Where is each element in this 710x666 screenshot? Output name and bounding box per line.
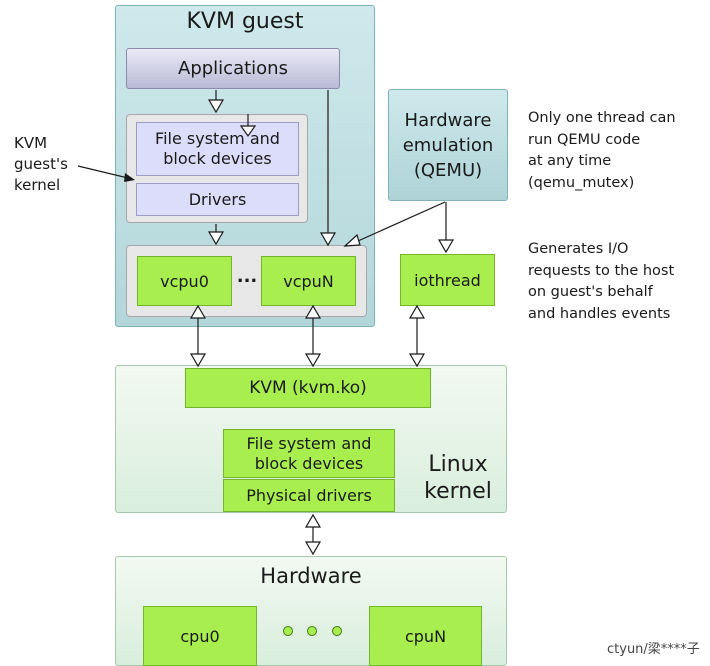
host-filesystem-box: File system and block devices	[223, 429, 395, 478]
arrowhead-guest-kernel-pointer	[124, 173, 135, 182]
linux-label-line-1: Linux	[428, 452, 488, 477]
arrowhead-vcpun-down	[304, 353, 322, 368]
guest-drivers-box: Drivers	[136, 183, 299, 216]
qemu-thread-note: Only one thread can run QEMU code at any…	[528, 108, 703, 194]
qemu-note-line-3: at any time	[528, 153, 612, 169]
guest-fs-line-2: block devices	[163, 149, 272, 168]
hardware-title: Hardware	[260, 564, 362, 588]
hardware-emulation-box: Hardware emulation (QEMU)	[388, 89, 508, 201]
iothread-note: Generates I/O requests to the host on gu…	[528, 239, 708, 325]
cpu-ellipsis-dot-1	[283, 626, 293, 636]
kvm-guest-kernel-label: KVM guest's kernel	[14, 133, 94, 196]
arrowhead-iothread-up	[408, 304, 426, 319]
qemu-note-line-4: (qemu_mutex)	[528, 174, 635, 191]
arrowhead-kernel-hw-down	[304, 541, 322, 556]
io-note-line-2: requests to the host	[528, 262, 675, 279]
io-note-line-1: Generates I/O	[528, 241, 629, 257]
linux-label-line-2: kernel	[424, 479, 492, 504]
applications-box: Applications	[126, 48, 340, 89]
arrowhead-qemu-vcpu	[343, 233, 361, 247]
qemu-to-vcpu-line	[357, 201, 446, 242]
guest-kernel-label-line-3: kernel	[14, 176, 61, 194]
arrowhead-app-fs	[207, 99, 225, 114]
hwemu-line-2: emulation	[402, 134, 494, 156]
kvm-guest-title: KVM guest	[186, 9, 304, 34]
qemu-note-line-1: Only one thread can	[528, 110, 676, 126]
hwemu-line-3: (QEMU)	[413, 159, 483, 181]
arrowhead-drivers-vcpu	[207, 231, 225, 246]
cpu-ellipsis-dot-3	[332, 626, 342, 636]
host-fs-line-1: File system and	[246, 433, 372, 453]
vcpun-box: vcpuN	[261, 256, 356, 306]
watermark: ctyun/梁****子	[607, 642, 700, 657]
guest-kernel-label-line-2: guest's	[14, 155, 68, 173]
host-fs-line-2: block devices	[254, 453, 364, 473]
arrowhead-vcpu0-down	[189, 353, 207, 368]
linux-kernel-label: Linux kernel	[418, 451, 498, 505]
io-note-line-3: on guest's behalf	[528, 284, 653, 300]
arrowhead-iothread-down	[408, 353, 426, 368]
arrowhead-app-vcpun	[319, 232, 337, 247]
physical-drivers-box: Physical drivers	[223, 479, 395, 512]
qemu-note-line-2: run QEMU code	[528, 131, 641, 148]
arrowhead-vcpu0-up	[189, 304, 207, 319]
iothread-box: iothread	[400, 254, 495, 306]
arrowhead-kernel-hw-up	[304, 513, 322, 528]
guest-kernel-label-line-1: KVM	[14, 134, 48, 152]
arrowhead-fs-inner	[239, 125, 257, 138]
guest-kernel-pointer-line	[77, 165, 133, 180]
vcpu0-box: vcpu0	[137, 256, 232, 306]
vcpu-ellipsis: ...	[236, 266, 258, 287]
io-note-line-4: and handles events	[528, 305, 671, 322]
arrowhead-vcpun-up	[304, 304, 322, 319]
cpu-ellipsis-dot-2	[307, 626, 317, 636]
arrowhead-qemu-iothread	[437, 239, 455, 254]
kvm-module-box: KVM (kvm.ko)	[185, 368, 431, 408]
hwemu-line-1: Hardware	[404, 109, 492, 131]
